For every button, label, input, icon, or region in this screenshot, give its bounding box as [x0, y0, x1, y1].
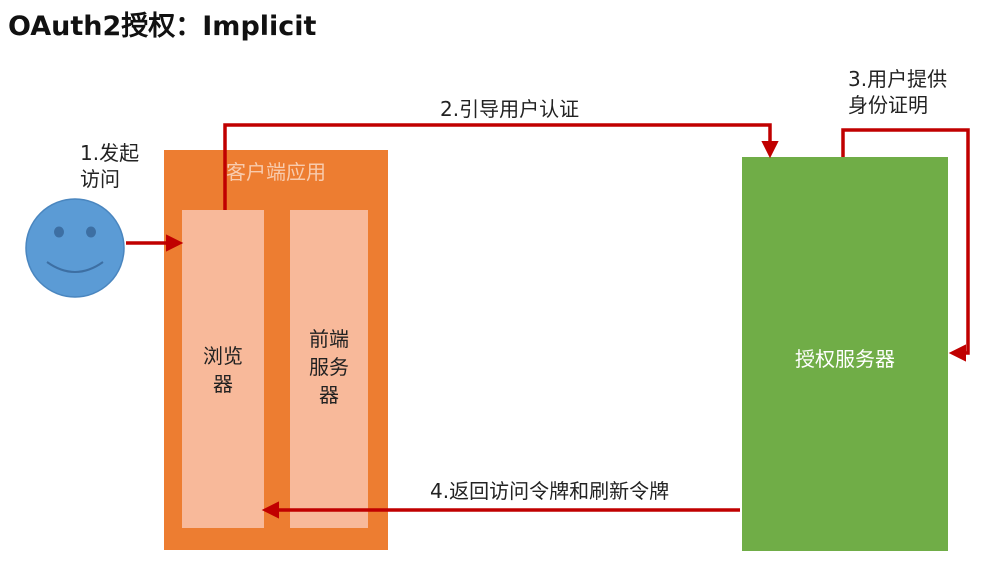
browser-box: 浏览 器 [182, 210, 264, 528]
step3-label-line: 3.用户提供 [848, 67, 948, 91]
auth-server-box: 授权服务器 [742, 157, 948, 551]
browser-label: 浏览 器 [182, 342, 264, 398]
step2-label: 2.引导用户认证 [440, 97, 580, 121]
step1-label-line: 1.发起 [80, 141, 140, 165]
step1-label-line: 访问 [80, 167, 120, 191]
step3-label-line: 身份证明 [848, 93, 928, 117]
step3-label: 3.用户提供 身份证明 [848, 66, 947, 118]
step3-arrow [841, 128, 970, 362]
frontend-server-label-line: 服务 [309, 355, 349, 379]
frontend-server-label: 前端 服务 器 [290, 325, 368, 409]
frontend-server-label-line: 器 [319, 383, 339, 407]
auth-server-label: 授权服务器 [795, 347, 895, 371]
smiley-face-icon [25, 198, 125, 298]
frontend-server-box: 前端 服务 器 [290, 210, 368, 528]
browser-label-line: 浏览 [203, 344, 243, 368]
browser-label-line: 器 [213, 372, 233, 396]
step4-label: 4.返回访问令牌和刷新令牌 [430, 479, 670, 503]
step2-arrow [223, 123, 779, 210]
frontend-server-label-line: 前端 [309, 327, 349, 351]
page-title: OAuth2授权：Implicit [8, 11, 317, 42]
step1-label: 1.发起 访问 [80, 140, 139, 192]
client-app-title: 客户端应用 [226, 160, 326, 184]
client-app-box: 客户端应用 浏览 器 前端 服务 器 [164, 150, 388, 550]
